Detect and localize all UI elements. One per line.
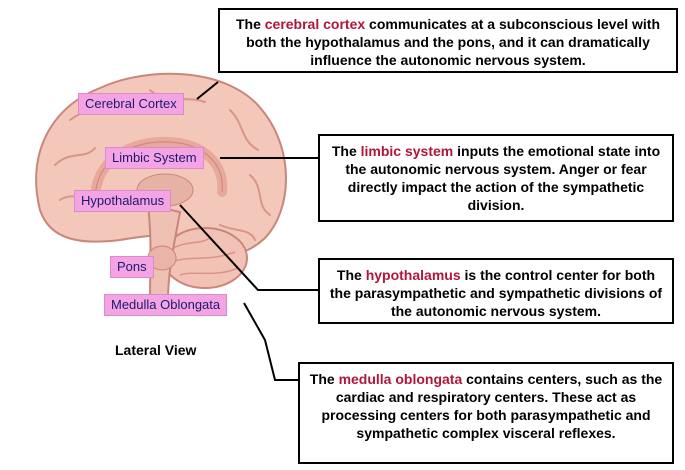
medulla-info-box: The medulla oblongata contains centers, … <box>298 362 674 464</box>
cortex-info-box: The cerebral cortex communicates at a su… <box>218 8 678 73</box>
medulla-pre: The <box>310 371 339 387</box>
label-medulla-oblongata: Medulla Oblongata <box>104 294 227 316</box>
lateral-view-caption: Lateral View <box>115 342 196 358</box>
hypothalamus-term: hypothalamus <box>366 267 461 283</box>
limbic-term: limbic system <box>361 143 454 159</box>
label-pons: Pons <box>110 256 154 278</box>
label-limbic-system: Limbic System <box>105 147 204 169</box>
cortex-pre: The <box>236 16 265 32</box>
label-cerebral-cortex: Cerebral Cortex <box>78 93 184 115</box>
limbic-pre: The <box>332 143 361 159</box>
hypothalamus-pre: The <box>337 267 366 283</box>
limbic-info-box: The limbic system inputs the emotional s… <box>318 134 674 222</box>
cortex-term: cerebral cortex <box>265 16 365 32</box>
medulla-term: medulla oblongata <box>339 371 463 387</box>
label-hypothalamus: Hypothalamus <box>74 190 171 212</box>
hypothalamus-info-box: The hypothalamus is the control center f… <box>318 258 674 324</box>
